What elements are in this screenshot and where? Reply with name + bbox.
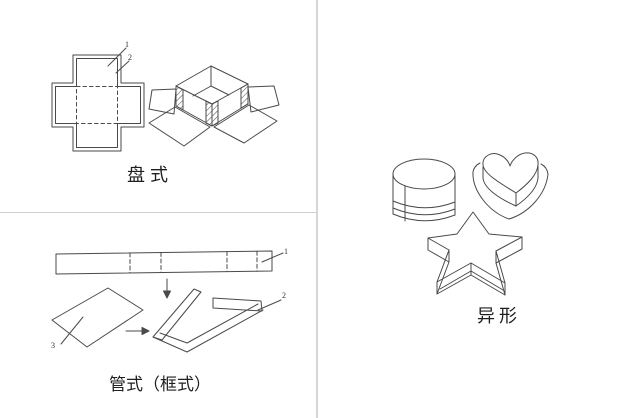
frame-back-wall [212, 297, 263, 312]
frame-left-wall [152, 288, 202, 341]
tray-callout-1: 1 [125, 40, 129, 49]
leader-line-3 [60, 316, 84, 345]
frame-front-band-outer [152, 309, 264, 353]
tube-caption: 管式（框式） [109, 375, 211, 394]
corner-post-right [240, 83, 249, 109]
tube-frame [152, 288, 282, 353]
cylinder-box [392, 158, 456, 222]
star-box [427, 211, 523, 296]
heart-box [472, 152, 549, 220]
arrow-right-icon [125, 327, 150, 335]
tray-flap-front-left [148, 106, 211, 147]
tube-sheet [51, 287, 144, 348]
panel-divider-horizontal [0, 212, 317, 213]
tray-callout-2: 2 [128, 53, 132, 62]
tube-callout-1: 1 [284, 247, 288, 256]
tray-flap-right [247, 85, 280, 113]
leader-line-2 [257, 299, 282, 311]
tray-caption: 盘式 [127, 165, 173, 185]
tray-flat-pattern [51, 47, 145, 152]
corner-post-front-a [205, 100, 213, 127]
special-caption: 异形 [477, 306, 521, 326]
tube-callout-3: 3 [51, 341, 55, 350]
arrow-down-icon [163, 278, 171, 299]
corner-post-left [175, 85, 184, 111]
tube-strip [55, 250, 284, 275]
tray-flap-front-right [213, 104, 278, 144]
leader-line-1 [261, 252, 284, 263]
tray-3d-box [148, 65, 280, 147]
tray-flap-left [148, 88, 177, 115]
leader-line-2 [115, 60, 130, 74]
leader-line-1 [107, 47, 127, 67]
frame-front-band-inner [159, 303, 259, 344]
tube-callout-2: 2 [282, 291, 286, 300]
heart-brim [472, 171, 549, 220]
corner-post-front-b [211, 100, 219, 127]
panel-divider-vertical [316, 0, 318, 418]
